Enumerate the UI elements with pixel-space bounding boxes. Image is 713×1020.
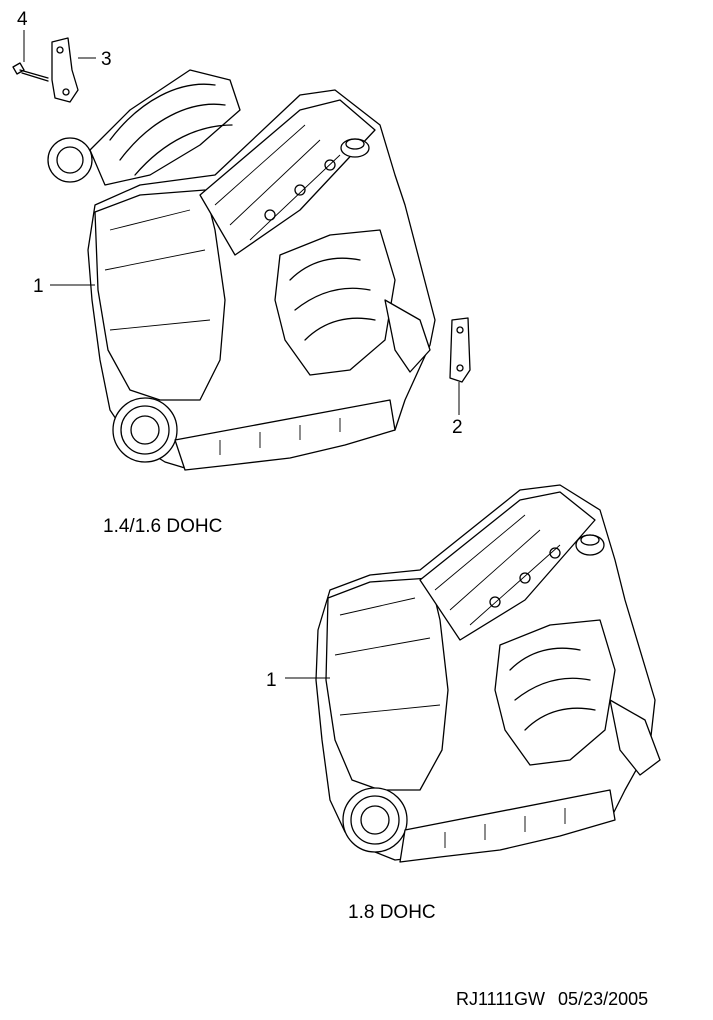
caption-upper-engine: 1.4/1.6 DOHC <box>103 516 223 537</box>
callout-2: 2 <box>452 417 463 438</box>
part-2-bracket[interactable] <box>449 317 471 383</box>
engine-assembly-1-8-dohc[interactable] <box>315 484 661 863</box>
footer-reference: RJ1111GW 05/23/2005 <box>456 989 648 1010</box>
engine-assembly-1-4-1-6-dohc[interactable] <box>47 69 436 471</box>
drawing-code: RJ1111GW <box>456 989 546 1009</box>
callout-1-lower: 1 <box>266 670 277 691</box>
callout-3: 3 <box>101 49 112 70</box>
drawing-date: 05/23/2005 <box>558 989 649 1009</box>
callout-1-upper: 1 <box>33 276 44 297</box>
part-4-bolt[interactable] <box>12 62 49 82</box>
callout-4: 4 <box>17 9 28 30</box>
part-3-bracket[interactable] <box>51 37 79 103</box>
caption-lower-engine: 1.8 DOHC <box>348 902 436 923</box>
